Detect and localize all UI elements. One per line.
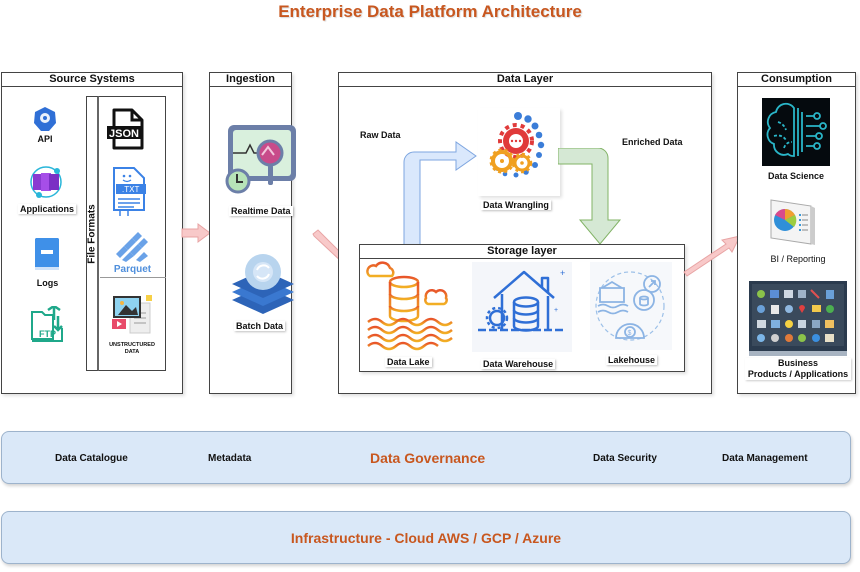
data-governance-title: Data Governance bbox=[370, 450, 486, 466]
lakehouse-icon: $ bbox=[590, 262, 672, 350]
svg-text:.TXT: .TXT bbox=[122, 185, 139, 194]
json-file-icon: JSON bbox=[107, 108, 144, 150]
flow-arrow-storage-to-consumption bbox=[683, 235, 741, 277]
ingestion-panel: Ingestion bbox=[209, 72, 292, 394]
governance-item-metadata: Metadata bbox=[208, 453, 252, 464]
batch-layers-icon bbox=[232, 254, 294, 314]
app-grid-screen-icon bbox=[749, 281, 847, 356]
governance-item-data-management: Data Management bbox=[722, 453, 808, 464]
unstructured-data-icon bbox=[112, 295, 152, 334]
raw-data-arrow bbox=[403, 141, 477, 246]
bi-reporting-label: BI / Reporting bbox=[770, 254, 826, 264]
svg-text:$: $ bbox=[628, 330, 632, 337]
business-products-label-line1: Business bbox=[777, 358, 819, 368]
pie-chart-icon bbox=[770, 199, 815, 245]
file-formats-label: File Formats bbox=[86, 96, 99, 371]
storage-layer-header: Storage layer bbox=[360, 245, 684, 259]
api-label: API bbox=[37, 134, 53, 144]
infrastructure-title: Infrastructure - Cloud AWS / GCP / Azure bbox=[290, 530, 562, 546]
consumption-header: Consumption bbox=[738, 73, 855, 87]
raw-data-label: Raw Data bbox=[360, 130, 401, 140]
data-governance-band: Data Catalogue Metadata Data Governance … bbox=[1, 431, 851, 484]
business-products-label: Business Products / Applications bbox=[745, 358, 851, 380]
svg-text:JSON: JSON bbox=[109, 128, 139, 140]
gears-icon bbox=[489, 112, 545, 178]
enriched-data-label: Enriched Data bbox=[622, 137, 683, 147]
api-icon bbox=[34, 107, 56, 131]
applications-label: Applications bbox=[18, 204, 77, 214]
flow-arrow-source-to-ingestion bbox=[181, 223, 211, 243]
infrastructure-band: Infrastructure - Cloud AWS / GCP / Azure bbox=[1, 511, 851, 564]
realtime-monitor-icon bbox=[225, 125, 296, 194]
realtime-data-label: Realtime Data bbox=[229, 206, 293, 216]
batch-data-label: Batch Data bbox=[234, 321, 286, 331]
data-warehouse-label: Data Warehouse bbox=[481, 359, 556, 369]
governance-item-data-security: Data Security bbox=[593, 453, 657, 464]
governance-item-data-catalogue: Data Catalogue bbox=[55, 453, 128, 464]
ingestion-header: Ingestion bbox=[210, 73, 291, 87]
data-lake-label: Data Lake bbox=[385, 357, 432, 367]
svg-text:+: + bbox=[554, 307, 558, 314]
svg-text:FTP: FTP bbox=[39, 329, 56, 339]
txt-file-icon: .TXT bbox=[113, 167, 146, 216]
business-products-label-line2: Products / Applications bbox=[747, 369, 849, 379]
data-wrangling-label: Data Wrangling bbox=[481, 200, 551, 210]
parquet-label: Parquet bbox=[113, 264, 152, 275]
unstructured-data-label: UNSTRUCTURED DATA bbox=[109, 342, 155, 355]
data-layer-header: Data Layer bbox=[339, 73, 711, 87]
data-lake-icon bbox=[366, 261, 453, 351]
file-formats-divider bbox=[100, 277, 166, 278]
ftp-folder-icon: FTP bbox=[31, 306, 63, 342]
page-title: Enterprise Data Platform Architecture bbox=[278, 2, 582, 21]
lakehouse-label: Lakehouse bbox=[606, 355, 658, 365]
data-science-label: Data Science bbox=[767, 171, 825, 181]
enriched-data-arrow bbox=[558, 148, 622, 245]
data-warehouse-icon: + + bbox=[472, 262, 572, 352]
svg-text:+: + bbox=[560, 268, 565, 278]
brain-circuit-icon bbox=[762, 98, 830, 166]
applications-icon bbox=[30, 166, 62, 198]
source-systems-header: Source Systems bbox=[2, 73, 182, 87]
logs-book-icon bbox=[35, 238, 59, 270]
logs-label: Logs bbox=[36, 278, 59, 288]
parquet-icon bbox=[116, 232, 148, 262]
